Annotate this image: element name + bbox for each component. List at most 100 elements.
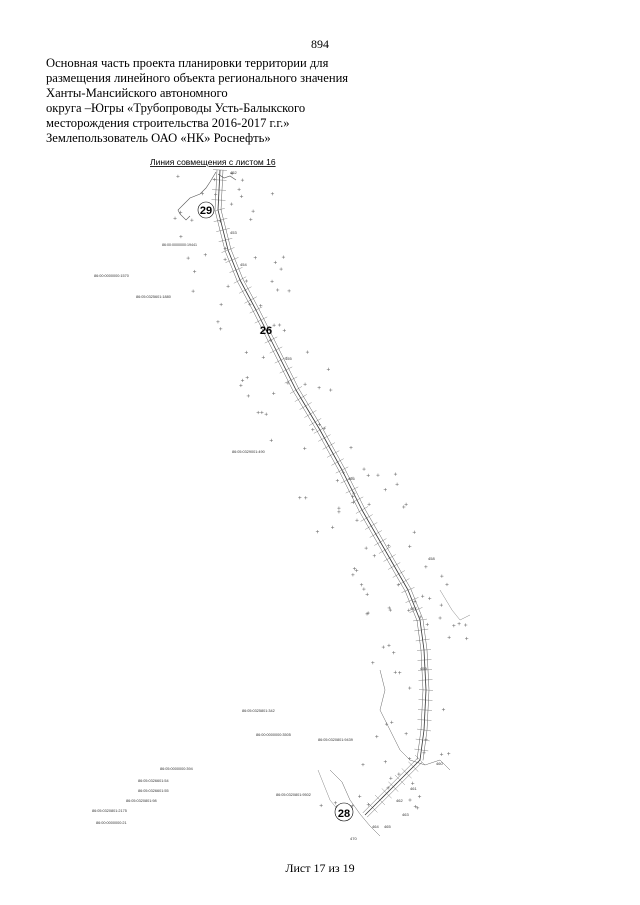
survey-cross <box>383 760 387 764</box>
survey-cross <box>428 596 432 601</box>
corridor-line <box>416 649 432 651</box>
planning-map: Линия совмещения с листом 16 29 26 28 86… <box>80 150 500 860</box>
survey-cross <box>279 267 283 271</box>
corridor-line <box>417 659 432 661</box>
survey-cross <box>365 612 369 616</box>
survey-cross <box>270 279 274 283</box>
survey-cross <box>269 438 273 442</box>
corridor-line <box>254 316 268 324</box>
header-line-3: Ханты-Мансийского автономного <box>46 86 228 100</box>
marker-28: 28 <box>334 802 354 822</box>
corridor-line <box>381 788 392 799</box>
survey-cross <box>277 323 282 327</box>
point-number: 452 <box>230 170 237 175</box>
corridor-line <box>298 388 323 429</box>
survey-cross <box>333 801 338 805</box>
corridor-line <box>244 296 257 304</box>
header-line-1: Основная часть проекта планировки террит… <box>46 56 329 70</box>
survey-cross <box>355 518 359 522</box>
corridor-line <box>237 281 254 312</box>
survey-cross <box>358 794 362 798</box>
survey-cross <box>281 255 286 259</box>
survey-cross <box>447 635 451 639</box>
corridor-line <box>418 699 433 701</box>
survey-cross <box>413 804 417 809</box>
corridor-line <box>410 588 423 619</box>
survey-cross <box>304 496 308 500</box>
marker-26-label: 26 <box>260 325 272 337</box>
corridor-line <box>381 781 403 803</box>
header-line-6: Землепользователь ОАО «НК» Роснефть» <box>46 131 271 145</box>
corridor-line <box>392 570 405 578</box>
point-number: 457 <box>410 606 417 611</box>
survey-cross <box>315 530 320 534</box>
corridor-line <box>216 228 230 232</box>
corridor-line <box>388 562 401 570</box>
point-number: 465 <box>384 824 391 829</box>
survey-cross <box>245 375 249 380</box>
point-number: 453 <box>230 230 237 235</box>
header-line-5: месторождения строительства 2016-2017 г.… <box>46 116 290 130</box>
survey-cross <box>351 494 355 498</box>
point-number: 463 <box>402 812 409 817</box>
survey-cross <box>351 573 355 577</box>
corridor-line <box>294 394 307 402</box>
corridor-line <box>230 248 243 279</box>
marker-29: 29 <box>197 201 215 219</box>
coord-label: 86:00:0000000:3505 <box>256 733 291 737</box>
survey-cross <box>216 320 220 324</box>
survey-cross <box>251 209 255 213</box>
survey-cross <box>246 394 250 398</box>
corridor-line <box>309 418 322 426</box>
survey-cross <box>335 479 340 483</box>
survey-cross <box>270 192 275 196</box>
survey-cross <box>253 256 257 260</box>
corridor-line <box>416 620 422 651</box>
corridor-line <box>213 218 228 222</box>
survey-cross <box>317 386 321 390</box>
survey-cross <box>412 530 416 534</box>
corridor-line <box>322 428 345 469</box>
survey-cross <box>214 192 218 197</box>
survey-cross <box>176 174 180 178</box>
corridor-line <box>295 389 321 431</box>
survey-cross <box>256 410 260 415</box>
corridor-line <box>418 689 434 691</box>
coord-label: 86:05:0326601:55 <box>138 789 169 793</box>
corridor-line <box>249 306 263 314</box>
survey-cross <box>350 804 355 808</box>
survey-cross <box>439 603 443 607</box>
survey-cross <box>212 177 217 182</box>
survey-cross <box>367 502 371 506</box>
survey-cross <box>268 338 273 342</box>
survey-cross <box>261 355 265 359</box>
corridor-line <box>416 729 422 760</box>
survey-cross <box>272 323 276 327</box>
marker-29-label: 29 <box>200 205 212 217</box>
survey-cross <box>411 781 415 785</box>
corridor-line <box>340 476 354 484</box>
corridor-line <box>384 549 409 591</box>
corridor-line <box>212 169 228 171</box>
survey-cross <box>223 257 227 261</box>
survey-cross <box>395 482 399 486</box>
corridor-line <box>293 391 318 432</box>
corridor-line <box>284 376 298 384</box>
survey-cross <box>404 732 408 736</box>
corridor-line <box>414 628 429 632</box>
map-drawing: Линия совмещения с листом 16 29 26 28 86… <box>92 157 471 841</box>
survey-cross <box>465 636 469 641</box>
point-number: 454 <box>240 262 247 267</box>
survey-cross <box>192 269 197 274</box>
survey-cross <box>322 426 326 430</box>
point-number: 455 <box>285 356 292 361</box>
coord-label: 86:05:0325601:1880 <box>136 295 171 299</box>
corridor-line <box>415 738 430 742</box>
corridor-line <box>397 578 410 586</box>
corridor-line <box>317 431 340 472</box>
corridor-line <box>239 279 257 311</box>
coord-label: 86:05:0000000:394 <box>160 767 193 771</box>
survey-cross <box>390 720 394 724</box>
corridor-line <box>409 607 423 613</box>
